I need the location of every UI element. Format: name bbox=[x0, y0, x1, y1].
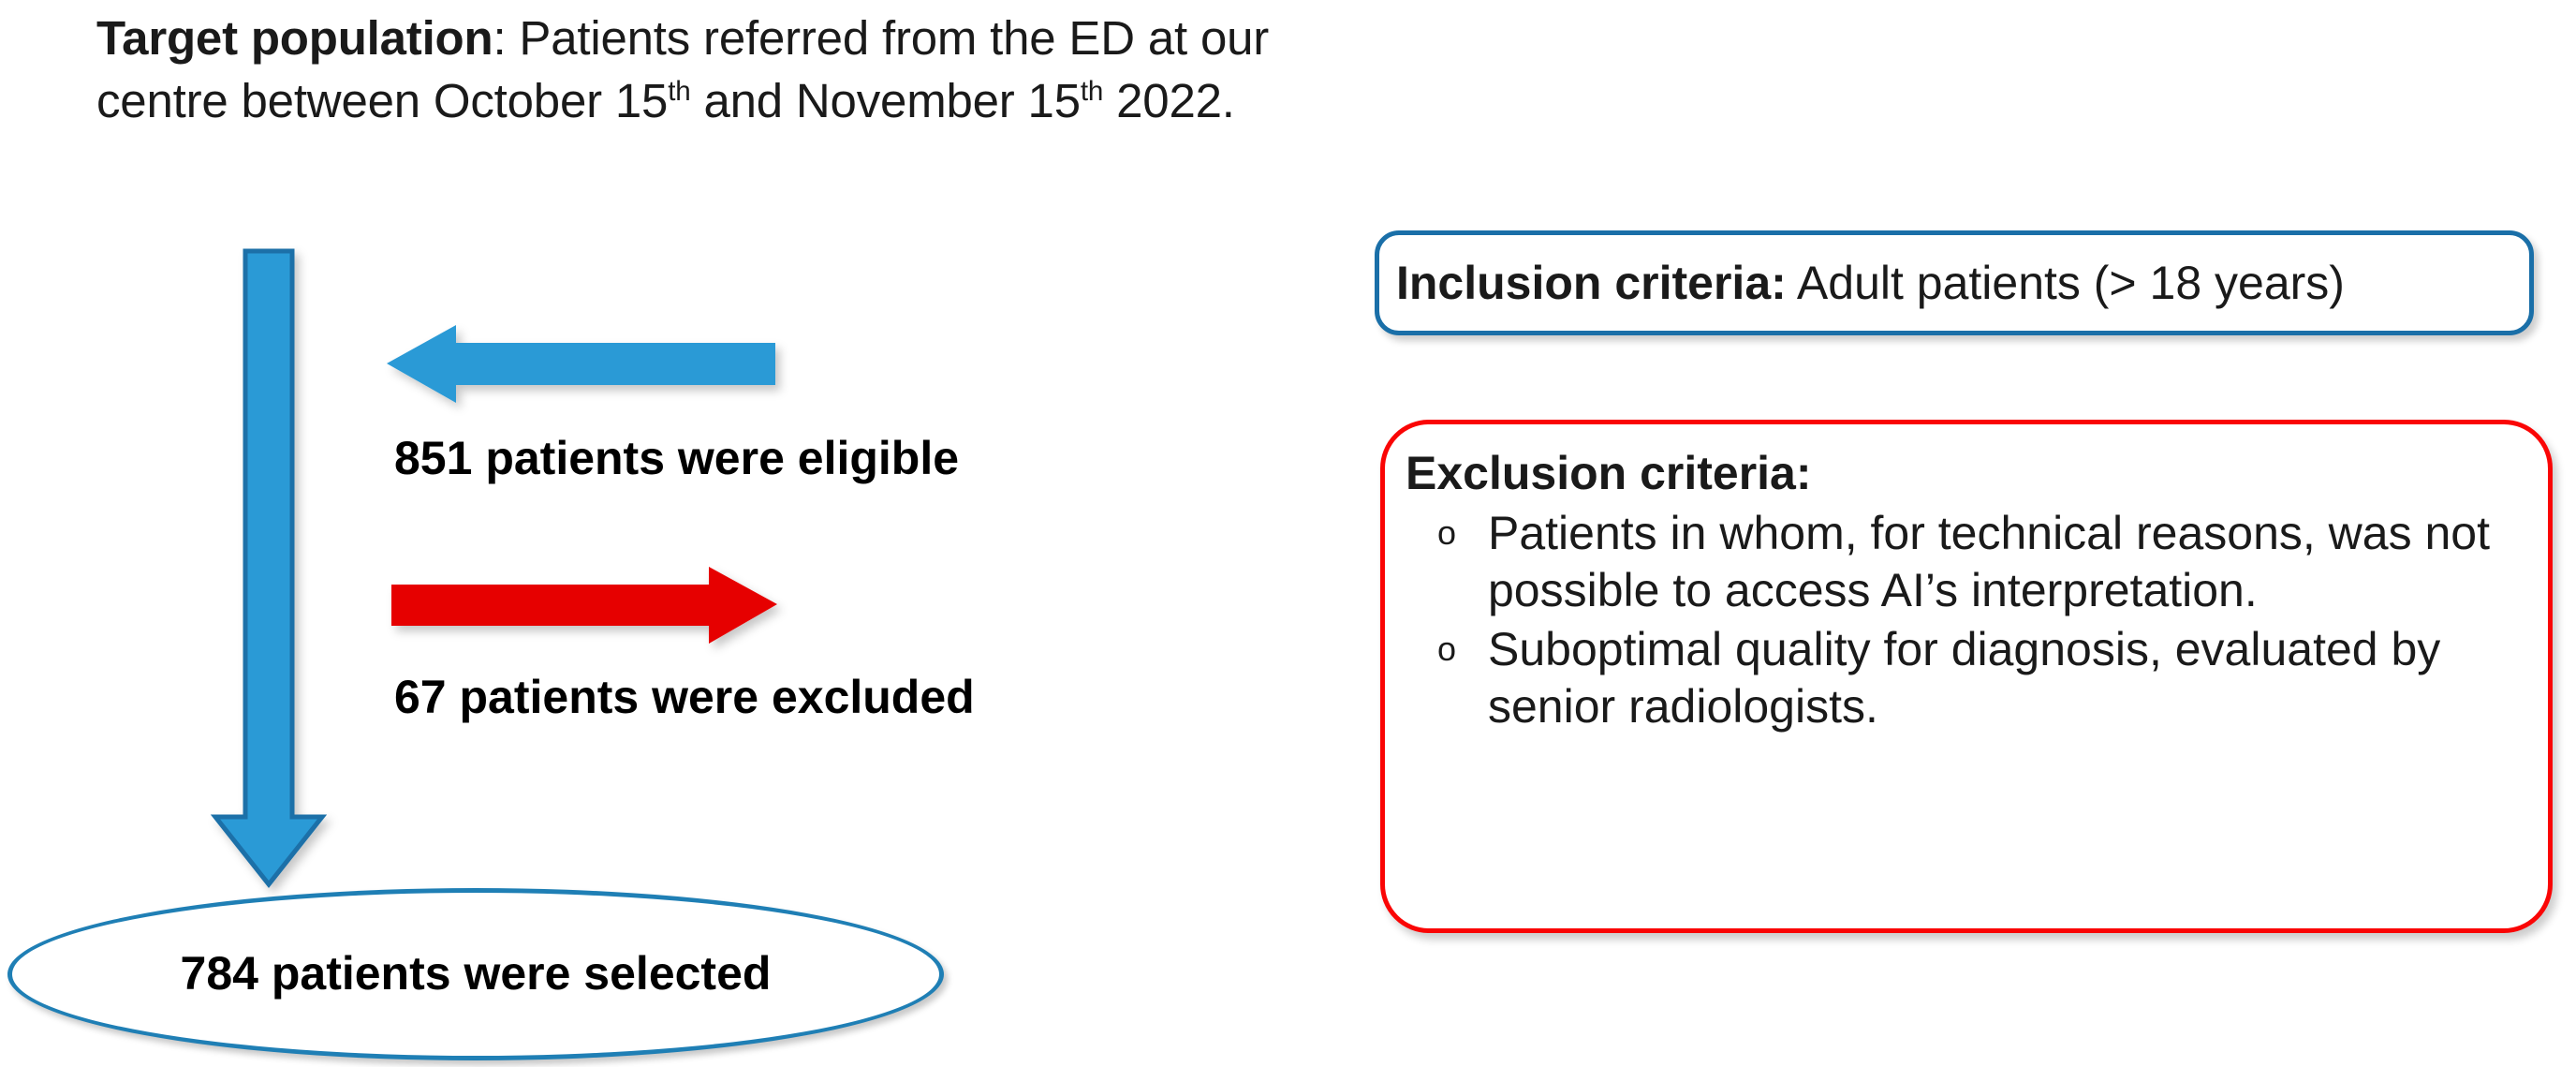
hollow-circle-bullet-icon: o bbox=[1437, 513, 1457, 552]
exclusion-list-item: o Suboptimal quality for diagnosis, eval… bbox=[1437, 621, 2520, 735]
ellipse-outline bbox=[7, 888, 944, 1060]
inclusion-criteria-label: Inclusion criteria: bbox=[1396, 256, 1787, 309]
exclusion-item-text: Suboptimal quality for diagnosis, evalua… bbox=[1488, 623, 2441, 733]
date-ordinal-suffix-1: th bbox=[668, 75, 691, 107]
exclusion-criteria-title: Exclusion criteria: bbox=[1406, 447, 1812, 499]
selected-patients-ellipse: 784 patients were selected bbox=[7, 888, 944, 1060]
exclusion-criteria-box: Exclusion criteria: o Patients in whom, … bbox=[1380, 420, 2553, 933]
inclusion-criteria-box: Inclusion criteria: Adult patients (> 18… bbox=[1375, 230, 2534, 335]
main-flow-arrow-down-icon bbox=[210, 248, 328, 889]
target-population-body-3: 2022. bbox=[1103, 73, 1235, 127]
exclusion-criteria-list: o Patients in whom, for technical reason… bbox=[1406, 505, 2520, 735]
excluded-count-label: 67 patients were excluded bbox=[394, 671, 975, 723]
inclusion-criteria-text: Inclusion criteria: Adult patients (> 18… bbox=[1379, 256, 2345, 309]
target-population-paragraph: Target population: Patients referred fro… bbox=[96, 7, 1314, 133]
target-population-label: Target population bbox=[96, 11, 493, 65]
exclusion-item-text: Patients in whom, for technical reasons,… bbox=[1488, 507, 2490, 616]
inclusion-criteria-value: Adult patients (> 18 years) bbox=[1786, 256, 2345, 309]
excluded-arrow-right-icon bbox=[391, 567, 777, 644]
exclusion-list-item: o Patients in whom, for technical reason… bbox=[1437, 505, 2520, 619]
selected-count-label: 784 patients were selected bbox=[180, 946, 772, 1000]
eligible-count-label: 851 patients were eligible bbox=[394, 432, 960, 484]
eligible-arrow-left-icon bbox=[387, 325, 775, 403]
target-population-body-1: : Patients referred from the ED at our c… bbox=[96, 11, 1270, 127]
target-population-body-2: and November 15 bbox=[690, 73, 1081, 127]
hollow-circle-bullet-icon: o bbox=[1437, 630, 1457, 668]
date-ordinal-suffix-2: th bbox=[1080, 75, 1104, 107]
